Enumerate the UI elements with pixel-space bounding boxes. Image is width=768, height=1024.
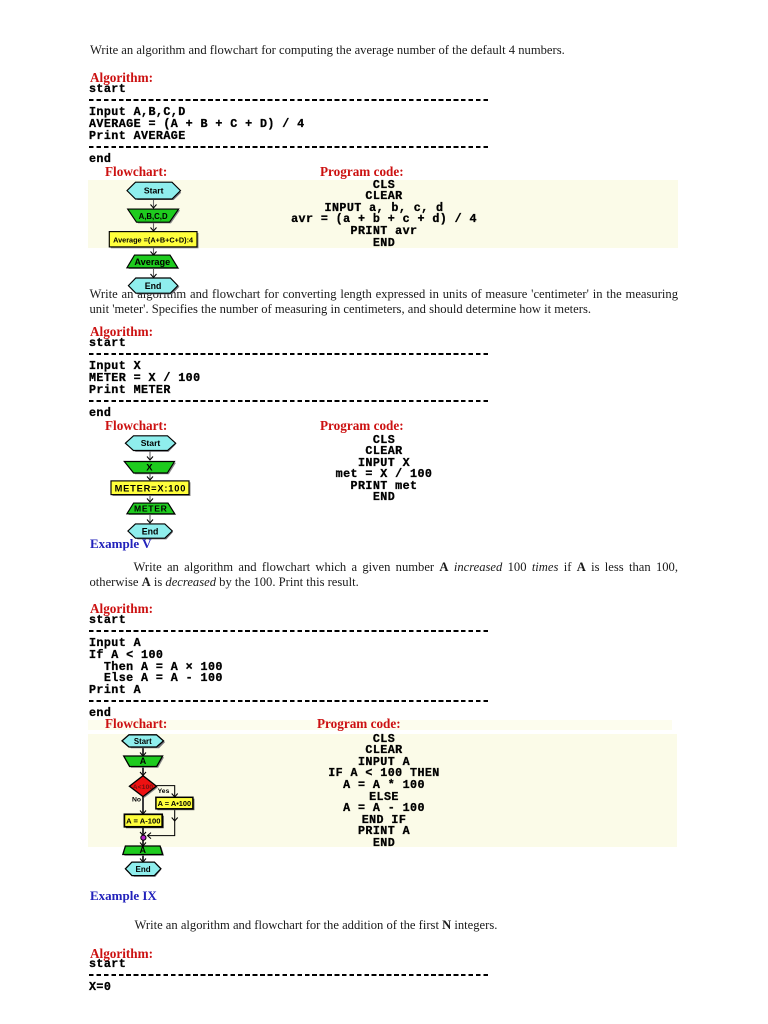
svg-text:Start: Start xyxy=(144,186,164,196)
svg-text:No: No xyxy=(132,797,141,804)
svg-text:Yes: Yes xyxy=(158,788,170,795)
svg-text:Start: Start xyxy=(141,438,161,448)
svg-text:A,B,C,D: A,B,C,D xyxy=(139,212,168,221)
svg-text:A = A-100: A = A-100 xyxy=(126,817,160,826)
svg-text:A: A xyxy=(140,756,147,766)
svg-text:Average: Average xyxy=(134,257,170,267)
svg-text:Average =(A+B+C+D):4: Average =(A+B+C+D):4 xyxy=(113,235,194,244)
svg-text:End: End xyxy=(145,281,162,291)
svg-text:A = A•100: A = A•100 xyxy=(158,799,191,808)
svg-text:METER: METER xyxy=(134,503,168,513)
svg-text:X: X xyxy=(146,463,153,474)
svg-text:A<100: A<100 xyxy=(133,784,154,791)
svg-text:End: End xyxy=(142,526,159,536)
svg-text:METER=X:100: METER=X:100 xyxy=(115,483,187,493)
svg-text:A: A xyxy=(139,845,146,855)
svg-text:End: End xyxy=(136,865,151,874)
svg-text:Start: Start xyxy=(134,737,152,746)
